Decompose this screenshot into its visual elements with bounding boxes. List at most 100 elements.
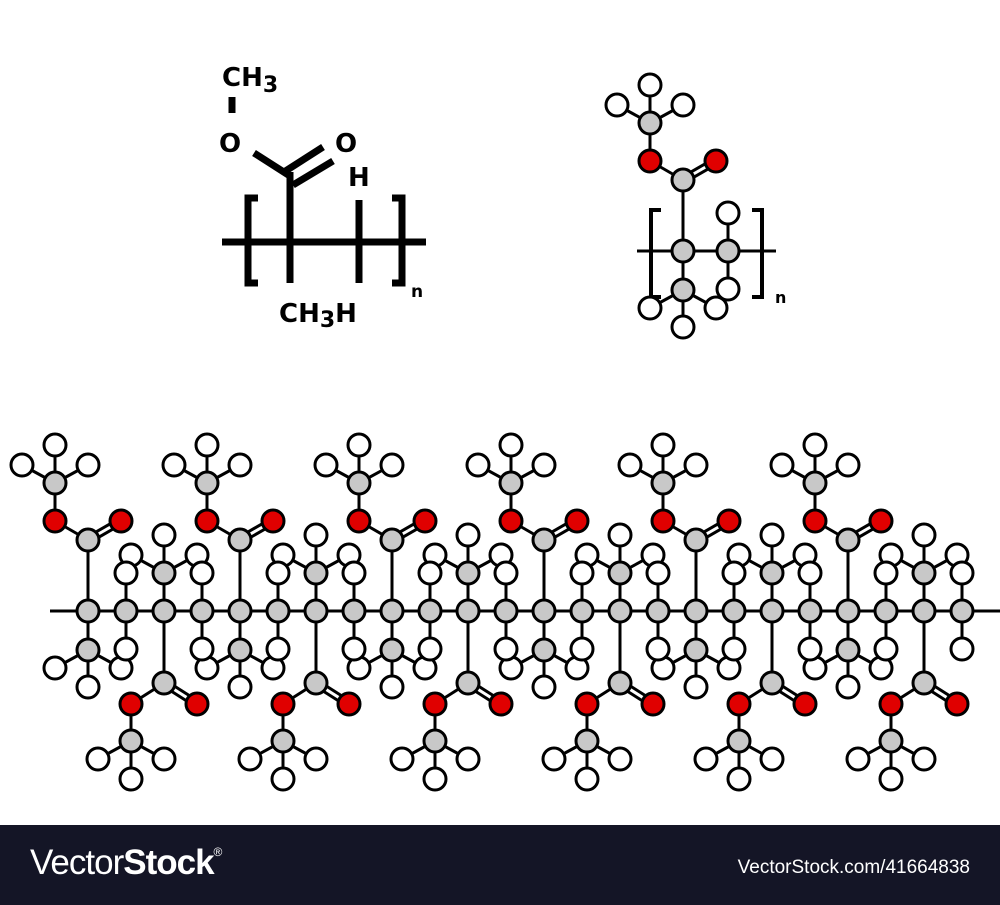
carbon-atom [227,598,253,624]
hydrogen-atom [797,636,823,662]
label-n: n [411,282,423,302]
hydrogen-atom [949,560,975,586]
hydrogen-atom [769,452,795,478]
hydrogen-atom [455,522,481,548]
carbon-atom [715,238,741,264]
double-bond-1 [282,144,325,175]
hydrogen-atom [715,276,741,302]
hydrogen-atom [683,674,709,700]
oxygen-atom [726,691,752,717]
oxygen-atom [637,148,663,174]
hydrogen-atom [113,560,139,586]
hydrogen-atom [873,560,899,586]
hydrogen-atom [42,655,68,681]
oxygen-atom [564,508,590,534]
hydrogen-atom [303,522,329,548]
label-n: n [775,288,786,307]
oxygen-atom [792,691,818,717]
hydrogen-atom [650,432,676,458]
carbon-atom [379,637,405,663]
oxygen-atom [488,691,514,717]
carbon-atom [797,598,823,624]
carbon-atom [455,670,481,696]
carbon-atom [270,728,296,754]
carbon-atom [911,670,937,696]
hydrogen-atom [237,746,263,772]
hydrogen-atom [118,766,144,792]
logo-light: Vector [30,843,124,882]
hydrogen-atom [151,522,177,548]
carbon-atom [493,598,519,624]
hydrogen-atom [75,452,101,478]
hydrogen-atom [498,432,524,458]
label-ch3-bottom: CH3H [279,299,357,333]
hydrogen-atom [493,636,519,662]
hydrogen-atom [637,295,663,321]
carbon-atom [303,598,329,624]
carbon-atom [303,560,329,586]
oxygen-atom [640,691,666,717]
carbon-atom [759,560,785,586]
carbon-atom [911,560,937,586]
hydrogen-atom [227,674,253,700]
hydrogen-atom [341,560,367,586]
hydrogen-atom [670,92,696,118]
hydrogen-atom [878,766,904,792]
hydrogen-atom [417,636,443,662]
carbon-atom [303,670,329,696]
hydrogen-atom [949,636,975,662]
carbon-atom [721,598,747,624]
carbon-atom [911,598,937,624]
hydrogen-atom [637,72,663,98]
bond-o-c [252,150,292,179]
vectorstock-logo: VectorStock® [30,843,223,883]
bracket-left [649,208,661,299]
hydrogen-atom [759,522,785,548]
hydrogen-atom [569,560,595,586]
carbon-atom [574,728,600,754]
carbon-atom [637,110,663,136]
carbon-atom [151,670,177,696]
carbon-atom [151,560,177,586]
hydrogen-atom [569,636,595,662]
hydrogen-atom [607,746,633,772]
hydrogen-atom [265,636,291,662]
hydrogen-atom [346,432,372,458]
carbon-atom [151,598,177,624]
carbon-atom [873,598,899,624]
hydrogen-atom [759,746,785,772]
hydrogen-atom [341,636,367,662]
carbon-atom [802,470,828,496]
hydrogen-atom [873,636,899,662]
carbon-atom [455,598,481,624]
carbon-atom [645,598,671,624]
label-ch3-top: CH3 [222,63,278,98]
carbon-atom [265,598,291,624]
logo-mark: ® [213,845,223,859]
hydrogen-atom [645,560,671,586]
hydrogen-atom [379,452,405,478]
oxygen-atom [118,691,144,717]
oxygen-atom [868,508,894,534]
oxygen-atom [270,691,296,717]
logo-bold: Stock [123,843,214,882]
hydrogen-atom [194,432,220,458]
carbon-atom [422,728,448,754]
carbon-atom [835,527,861,553]
carbon-atom [189,598,215,624]
carbon-atom [113,598,139,624]
oxygen-atom [184,691,210,717]
carbon-atom [878,728,904,754]
carbon-atom [670,167,696,193]
hydrogen-atom [835,452,861,478]
hydrogen-atom [227,452,253,478]
carbon-atom [683,598,709,624]
carbon-atom [670,277,696,303]
hydrogen-atom [574,766,600,792]
oxygen-atom [878,691,904,717]
hydrogen-atom [715,200,741,226]
carbon-atom [498,470,524,496]
carbon-atom [531,637,557,663]
bracket-right [392,194,406,287]
